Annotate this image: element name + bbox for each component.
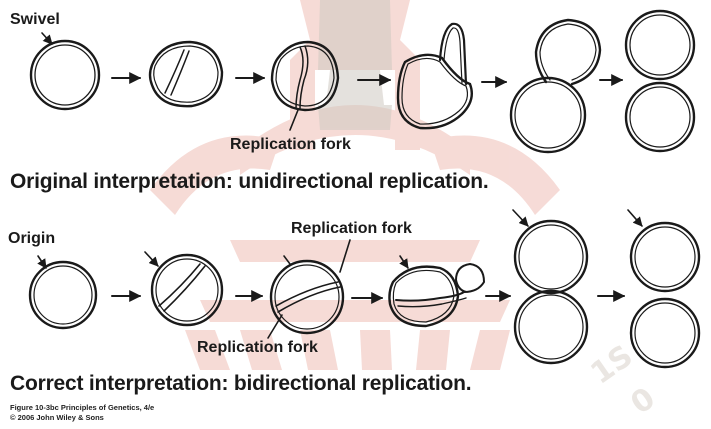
replication-fork-label-lower: Replication fork <box>197 339 318 356</box>
unidirectional-stage-4 <box>396 22 473 130</box>
swivel-label: Swivel <box>10 11 60 28</box>
unidirectional-stage-1 <box>29 39 101 111</box>
replication-fork-label-upper: Replication fork <box>291 220 412 237</box>
unidirectional-stage-6 <box>624 9 696 153</box>
unidirectional-stage-5 <box>509 18 602 154</box>
replication-fork-label-top-row: Replication fork <box>230 136 351 153</box>
bidirectional-stage-3 <box>269 259 345 335</box>
bidirectional-stage-4 <box>388 262 486 328</box>
bidirectional-caption: Correct interpretation: bidirectional re… <box>10 372 472 395</box>
figure-credit-line-2: © 2006 John Wiley & Sons <box>10 413 104 422</box>
bidirectional-stage-6 <box>629 221 701 369</box>
origin-label: Origin <box>8 230 56 247</box>
bidirectional-stage-5 <box>513 219 589 365</box>
unidirectional-stage-2 <box>148 40 224 108</box>
bidirectional-stage-1 <box>28 260 98 330</box>
bidirectional-stage-2 <box>150 253 224 327</box>
unidirectional-stage-3 <box>270 40 340 112</box>
unidirectional-caption: Original interpretation: unidirectional … <box>10 170 489 193</box>
figure-credit-line-1: Figure 10-3bc Principles of Genetics, 4/… <box>10 403 155 412</box>
